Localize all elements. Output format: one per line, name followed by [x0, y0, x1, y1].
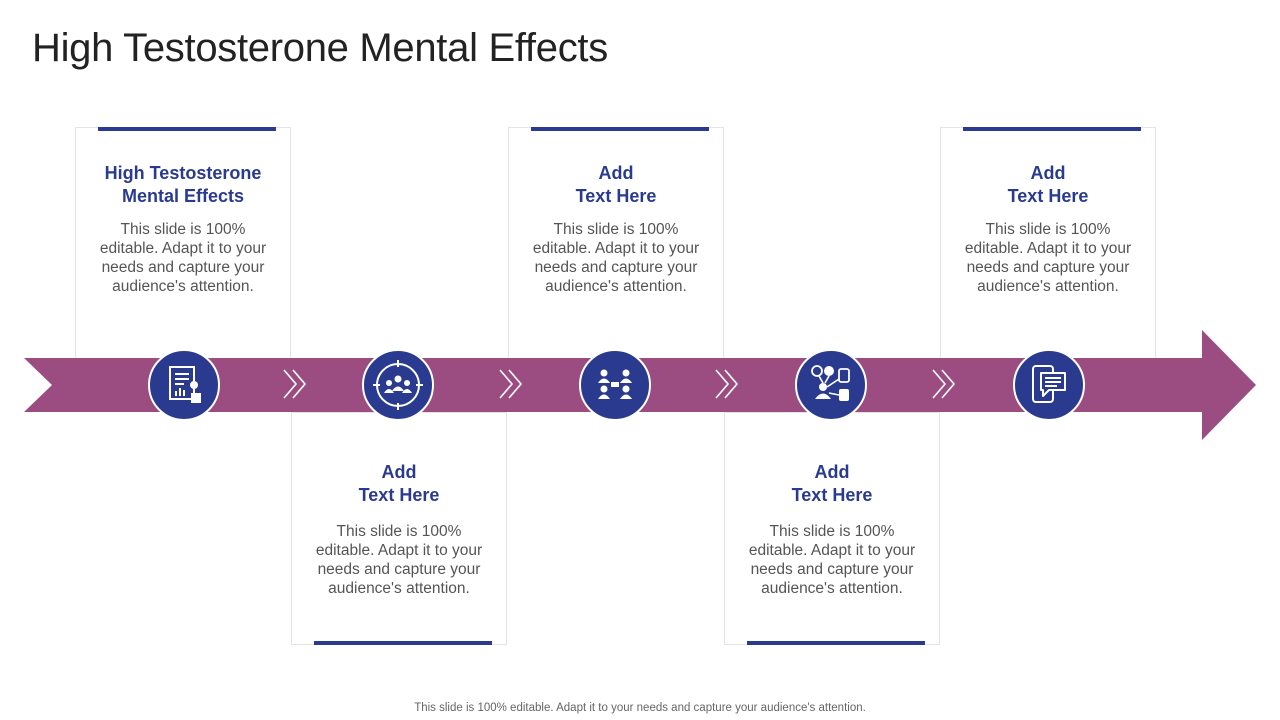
step-description: This slide is 100% editable. Adapt it to…: [315, 523, 483, 597]
chevron-right-icon: [499, 369, 523, 399]
page-title: High Testosterone Mental Effects: [32, 26, 608, 70]
card-accent-bar: [314, 641, 492, 645]
card-accent-bar: [531, 127, 709, 131]
step-description: This slide is 100% editable. Adapt it to…: [99, 221, 267, 295]
report-document-icon: [169, 366, 201, 403]
chevron-right-icon: [932, 369, 956, 399]
step-description: This slide is 100% editable. Adapt it to…: [964, 221, 1132, 295]
step-description: This slide is 100% editable. Adapt it to…: [532, 221, 700, 295]
step-node-4: [795, 349, 867, 421]
chevron-right-icon: [715, 369, 739, 399]
target-group-icon: [373, 360, 423, 410]
step-node-5: [1013, 349, 1085, 421]
chevron-right-icon: [283, 369, 307, 399]
mobile-message-icon: [1032, 365, 1066, 403]
step-description: This slide is 100% editable. Adapt it to…: [748, 523, 916, 597]
card-accent-bar: [98, 127, 276, 131]
card-accent-bar: [747, 641, 925, 645]
footer-note: This slide is 100% editable. Adapt it to…: [414, 702, 866, 714]
step-node-1: [148, 349, 220, 421]
card-accent-bar: [963, 127, 1141, 131]
step-node-2: [362, 349, 434, 421]
network-communication-icon: [811, 365, 850, 401]
step-node-3: [579, 349, 651, 421]
team-meeting-icon: [598, 369, 632, 399]
